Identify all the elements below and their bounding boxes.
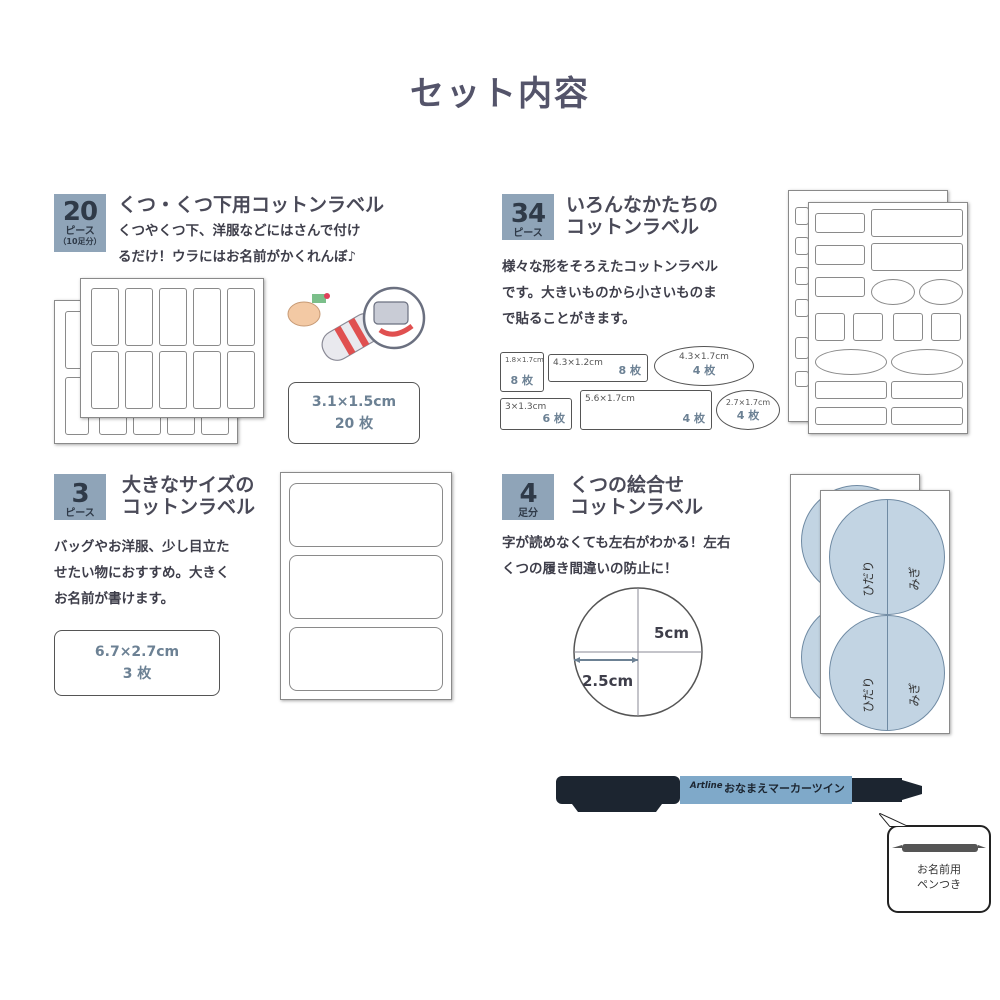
section1-badge-sub: （10足分）: [58, 237, 102, 246]
tile-count: 4 枚: [692, 364, 716, 377]
tile-size: 1.8×1.7cm: [505, 356, 544, 364]
section2-desc: 様々な形をそろえたコットンラベル です。大きいものから小さいものま で貼ることが…: [502, 254, 718, 332]
section1-desc: くつやくつ下、洋服などにはさんで付け るだけ！ウラにはお名前がかくれんぼ♪: [118, 218, 360, 270]
shape-tile-square: 1.8×1.7cm 8 枚: [500, 352, 544, 392]
section3-title-line: コットンラベル: [122, 496, 256, 518]
tile-count: 6 枚: [542, 412, 565, 425]
section2-desc-line: です。大きいものから小さいものま: [502, 285, 717, 301]
tile-size: 2.7×1.7cm: [725, 398, 771, 407]
section1-desc-line: るだけ！ウラにはお名前がかくれんぼ♪: [118, 249, 357, 265]
section3-title: 大きなサイズの コットンラベル: [122, 474, 255, 518]
tile-count: 4 枚: [736, 409, 760, 422]
section1-desc-line: くつやくつ下、洋服などにはさんで付け: [118, 223, 361, 239]
section2-desc-line: で貼ることがきます。: [502, 311, 636, 327]
shape-tile-wide: 5.6×1.7cm 4 枚: [580, 390, 712, 430]
sock-label-sheet: [80, 278, 264, 418]
left-shoe-label: ひだり: [861, 676, 876, 713]
section4-desc: 字が読めなくても左右がわかる！左右 くつの履き間違いの防止に！: [502, 530, 730, 582]
section1-spec-count: 20 枚: [334, 416, 374, 432]
section2-badge-number: 34: [510, 199, 546, 229]
section4-badge-unit: 足分: [518, 508, 538, 519]
section3-desc-line: バッグやお洋服、少し目立た: [54, 539, 230, 555]
shapes-sheet: [808, 202, 968, 434]
section2-title-line: コットンラベル: [566, 216, 700, 238]
tile-size: 5.6×1.7cm: [585, 394, 635, 404]
section1-spec-size: 3.1×1.5cm: [311, 394, 397, 410]
marker-pen-illustration: [556, 776, 922, 812]
diagram-radius-label: 2.5cm: [582, 672, 634, 690]
section3-desc: バッグやお洋服、少し目立た せたい物におすすめ。大きく お名前が書けます。: [54, 534, 230, 612]
sock-label-illustration: [287, 286, 426, 361]
page-title: セット内容: [410, 74, 590, 114]
right-shoe-label: みぎ: [907, 682, 922, 707]
right-shoe-label: みぎ: [907, 566, 922, 591]
section3-badge: 3 ピース: [54, 474, 106, 520]
tile-count: 8 枚: [510, 374, 533, 387]
pen-brand: Artline: [690, 781, 723, 791]
section2-badge: 34 ピース: [502, 194, 554, 240]
section1-badge: 20 ピース （10足分）: [54, 194, 106, 252]
section4-title-line: くつの絵合せ: [570, 474, 685, 496]
section2-title-line: いろんなかたちの: [566, 194, 719, 216]
section1-badge-number: 20: [62, 197, 98, 227]
diagram-diameter-label: 5cm: [654, 624, 689, 642]
bubble-text: お名前用 ペンつき: [888, 862, 990, 892]
section4-badge-number: 4: [519, 479, 537, 509]
section4-desc-line: 字が読めなくても左右がわかる！左右: [502, 535, 731, 551]
section3-title-line: 大きなサイズの: [122, 474, 255, 496]
section3-desc-line: お名前が書けます。: [54, 591, 175, 607]
section4-desc-line: くつの履き間違いの防止に！: [502, 561, 678, 577]
left-shoe-label: ひだり: [861, 560, 876, 597]
section1-badge-unit: ピース: [65, 226, 95, 237]
tile-size: 4.3×1.2cm: [553, 358, 603, 368]
section4-title: くつの絵合せ コットンラベル: [570, 474, 703, 518]
section4-title-line: コットンラベル: [570, 496, 704, 518]
section3-badge-unit: ピース: [65, 508, 95, 519]
tile-count: 4 枚: [682, 412, 705, 425]
shape-tile-oval-large: 4.3×1.7cm 4 枚: [654, 346, 754, 386]
section1-title: くつ・くつ下用コットンラベル: [118, 194, 385, 216]
section1-spec: 3.1×1.5cm 20 枚: [288, 382, 420, 444]
section3-badge-number: 3: [71, 479, 89, 509]
section2-title: いろんなかたちの コットンラベル: [566, 194, 718, 238]
section3-spec-count: 3 枚: [122, 666, 152, 682]
tile-count: 8 枚: [618, 364, 641, 377]
bubble-line: ペンつき: [917, 878, 961, 891]
section2-desc-line: 様々な形をそろえたコットンラベル: [502, 259, 718, 275]
tile-size: 4.3×1.7cm: [679, 352, 729, 362]
shape-tile-oval-small: 2.7×1.7cm 4 枚: [716, 390, 780, 430]
circle-size-diagram: [573, 587, 703, 717]
speech-bubble: [879, 813, 991, 913]
bubble-line: お名前用: [917, 863, 961, 876]
tile-size: 3×1.3cm: [505, 402, 547, 412]
shape-tile-medium: 3×1.3cm 6 枚: [500, 398, 572, 430]
section3-spec: 6.7×2.7cm 3 枚: [54, 630, 220, 696]
large-label-sheet: [280, 472, 452, 700]
pen-name: おなまえマーカーツイン: [724, 782, 845, 795]
section3-spec-size: 6.7×2.7cm: [94, 644, 180, 660]
shape-tile-long: 4.3×1.2cm 8 枚: [548, 354, 648, 382]
shoe-pair-sheet: ひだり みぎ ひだり みぎ: [820, 490, 950, 734]
section2-badge-unit: ピース: [513, 228, 543, 239]
section4-badge: 4 足分: [502, 474, 554, 520]
section3-desc-line: せたい物におすすめ。大きく: [54, 565, 230, 581]
